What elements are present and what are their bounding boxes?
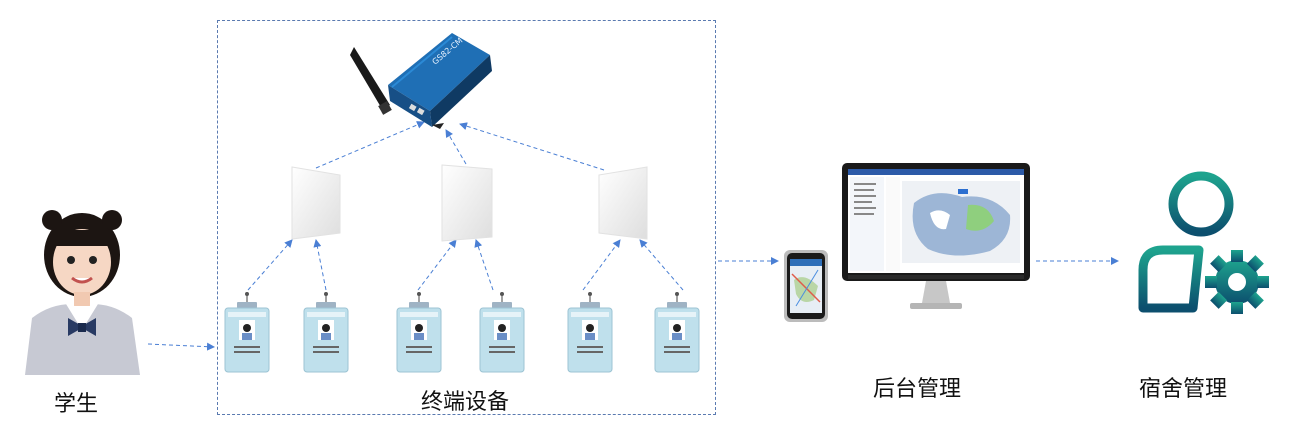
backend-label: 后台管理: [873, 377, 962, 402]
student-photo-icon: [20, 200, 145, 375]
student-label: 学生: [54, 392, 99, 417]
antenna-reader-icon: [598, 166, 648, 240]
student-card-icon: [567, 292, 613, 373]
dorm-label: 宿舍管理: [1139, 377, 1228, 402]
antenna-reader-icon: [291, 166, 341, 240]
monitor-icon: [842, 163, 1030, 309]
student-card-icon: [479, 292, 525, 373]
student-card-icon: [224, 292, 270, 373]
student-card-icon: [303, 292, 349, 373]
student-card-icon: [654, 292, 700, 373]
router-icon: GS82-CM: [350, 33, 492, 129]
dorm-management-icon: [1138, 171, 1269, 314]
phone-icon: [784, 250, 828, 322]
student-card-icon: [396, 292, 442, 373]
antenna-reader-icon: [441, 164, 493, 242]
terminal-device-group: [217, 20, 716, 415]
terminal-label: 终端设备: [421, 390, 510, 415]
